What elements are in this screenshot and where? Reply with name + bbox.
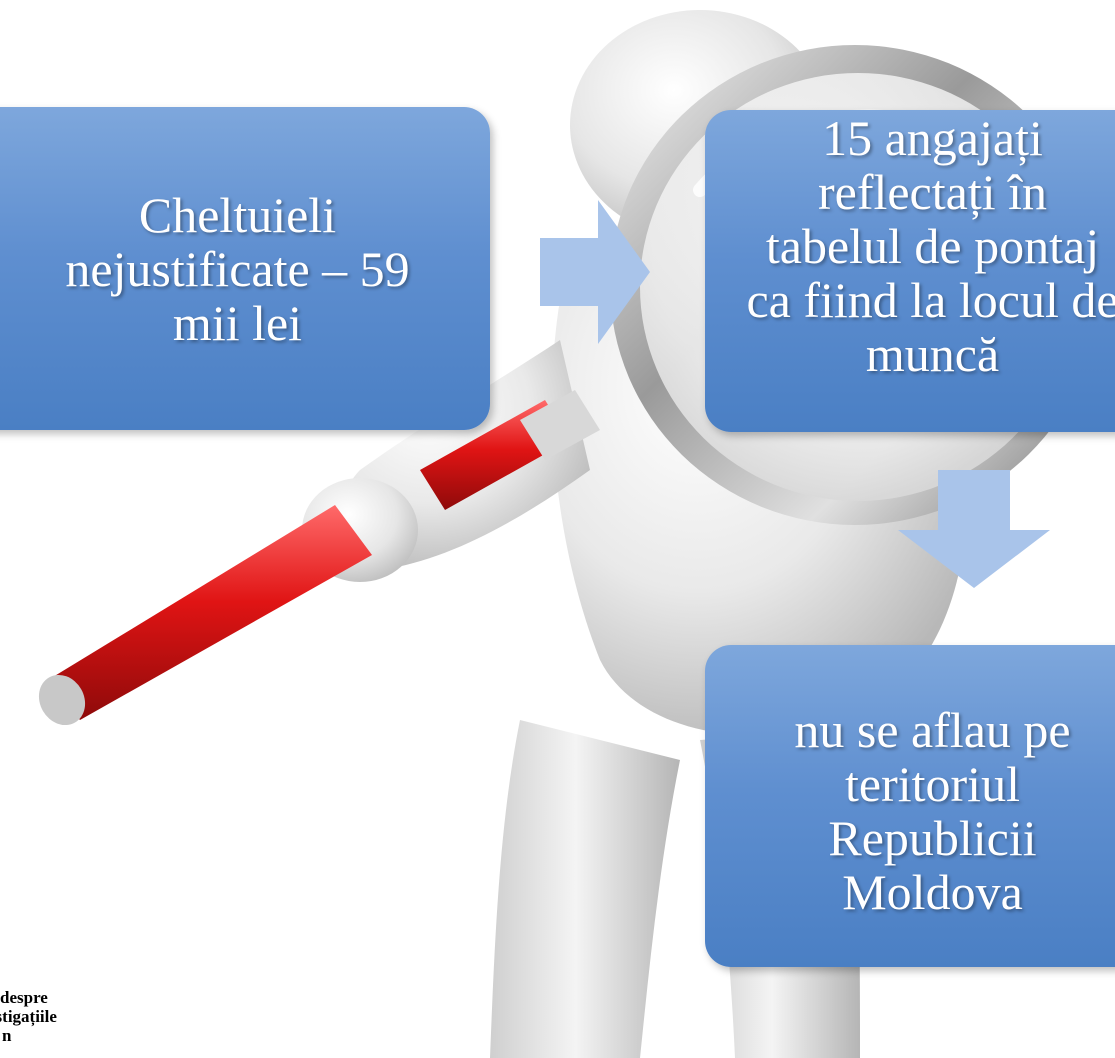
- box-line: teritoriul: [845, 756, 1020, 812]
- footnote-line: despre: [0, 988, 48, 1007]
- box-line: Moldova: [842, 864, 1023, 920]
- figure-left-leg: [490, 720, 680, 1058]
- box-line: ca fiind la locul de: [746, 272, 1115, 328]
- box-line: muncă: [865, 326, 1000, 382]
- box-cheltuieli: Cheltuieli nejustificate – 59 mii lei: [0, 107, 490, 430]
- box-line: Republicii: [828, 810, 1037, 866]
- box-line: 15 angajați: [822, 110, 1043, 166]
- box-line: nu se aflau pe: [794, 702, 1071, 758]
- footnote-line: n: [2, 1026, 12, 1045]
- footnote-line: estigațiile: [0, 1007, 57, 1026]
- box-line: tabelul de pontaj: [765, 218, 1100, 274]
- box-line: Cheltuieli: [138, 186, 337, 243]
- box-moldova: nu se aflau pe teritoriul Republicii Mol…: [705, 645, 1115, 967]
- box-angajati: 15 angajați reflectați în tabelul de pon…: [705, 110, 1115, 432]
- footnote: despre estigațiile n: [0, 988, 180, 1045]
- box-angajati-text: 15 angajați reflectați în tabelul de pon…: [690, 111, 1115, 381]
- box-cheltuieli-text: Cheltuieli nejustificate – 59 mii lei: [65, 188, 409, 350]
- box-line: mii lei: [172, 294, 303, 351]
- box-line: reflectați în: [817, 164, 1048, 220]
- box-moldova-text: nu se aflau pe teritoriul Republicii Mol…: [690, 703, 1115, 919]
- box-line: nejustificate – 59: [65, 240, 410, 297]
- magnifying-glass-handle: [38, 390, 600, 726]
- right-arrow-icon: [540, 200, 650, 344]
- down-arrow-icon: [898, 470, 1050, 588]
